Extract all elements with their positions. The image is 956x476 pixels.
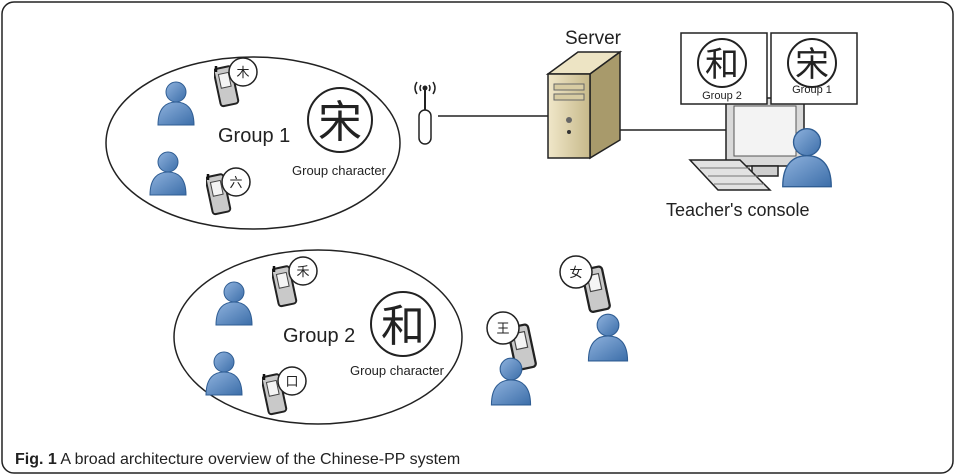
wireless-antenna-icon (414, 81, 436, 145)
server-label: Server (565, 28, 622, 49)
member-char: 六 (229, 175, 242, 190)
teacher-computer-icon (688, 97, 805, 191)
student-icon (587, 313, 629, 362)
monitor-label: Group 1 (792, 84, 832, 96)
member-char-bubble: 口 (277, 366, 307, 396)
student-char-bubble: 王 (486, 311, 520, 345)
group-character-circle (307, 87, 373, 153)
member-char-bubble: 禾 (288, 256, 318, 286)
figure-caption-text: A broad architecture overview of the Chi… (60, 451, 461, 468)
monitor-character: 宋 (795, 46, 829, 84)
student-icon (205, 351, 243, 396)
monitor-label: Group 2 (702, 90, 742, 102)
student-icon (157, 81, 195, 126)
group-1-label: Group 1 (218, 125, 290, 147)
group-character-caption: Group character (350, 363, 445, 378)
member-char: 口 (285, 374, 298, 389)
member-char: 禾 (296, 264, 309, 279)
group-character-circle (370, 291, 436, 357)
student-char: 王 (496, 321, 509, 336)
student-char-bubble: 女 (559, 255, 593, 289)
teacher-console-label: Teacher's console (666, 200, 810, 220)
student-char: 女 (569, 265, 582, 280)
member-char-bubble: 木 (228, 57, 258, 87)
monitor-group-1: 宋 Group 1 (770, 32, 858, 105)
server-icon (545, 50, 623, 160)
group-1-ellipse (105, 56, 401, 230)
student-icon (149, 151, 187, 196)
student-icon (215, 281, 253, 326)
group-character: 和 (381, 302, 425, 351)
monitor-group-2: 和 Group 2 (680, 32, 768, 105)
group-character: 宋 (318, 98, 362, 147)
figure-caption: Fig. 1 A broad architecture overview of … (15, 451, 460, 469)
group-2-label: Group 2 (283, 325, 355, 347)
member-char-bubble: 六 (221, 167, 251, 197)
figure-number: Fig. 1 (15, 451, 57, 468)
member-char: 木 (236, 65, 249, 80)
monitor-character: 和 (705, 46, 739, 84)
group-character-caption: Group character (292, 163, 387, 178)
group-2-ellipse (173, 249, 463, 425)
